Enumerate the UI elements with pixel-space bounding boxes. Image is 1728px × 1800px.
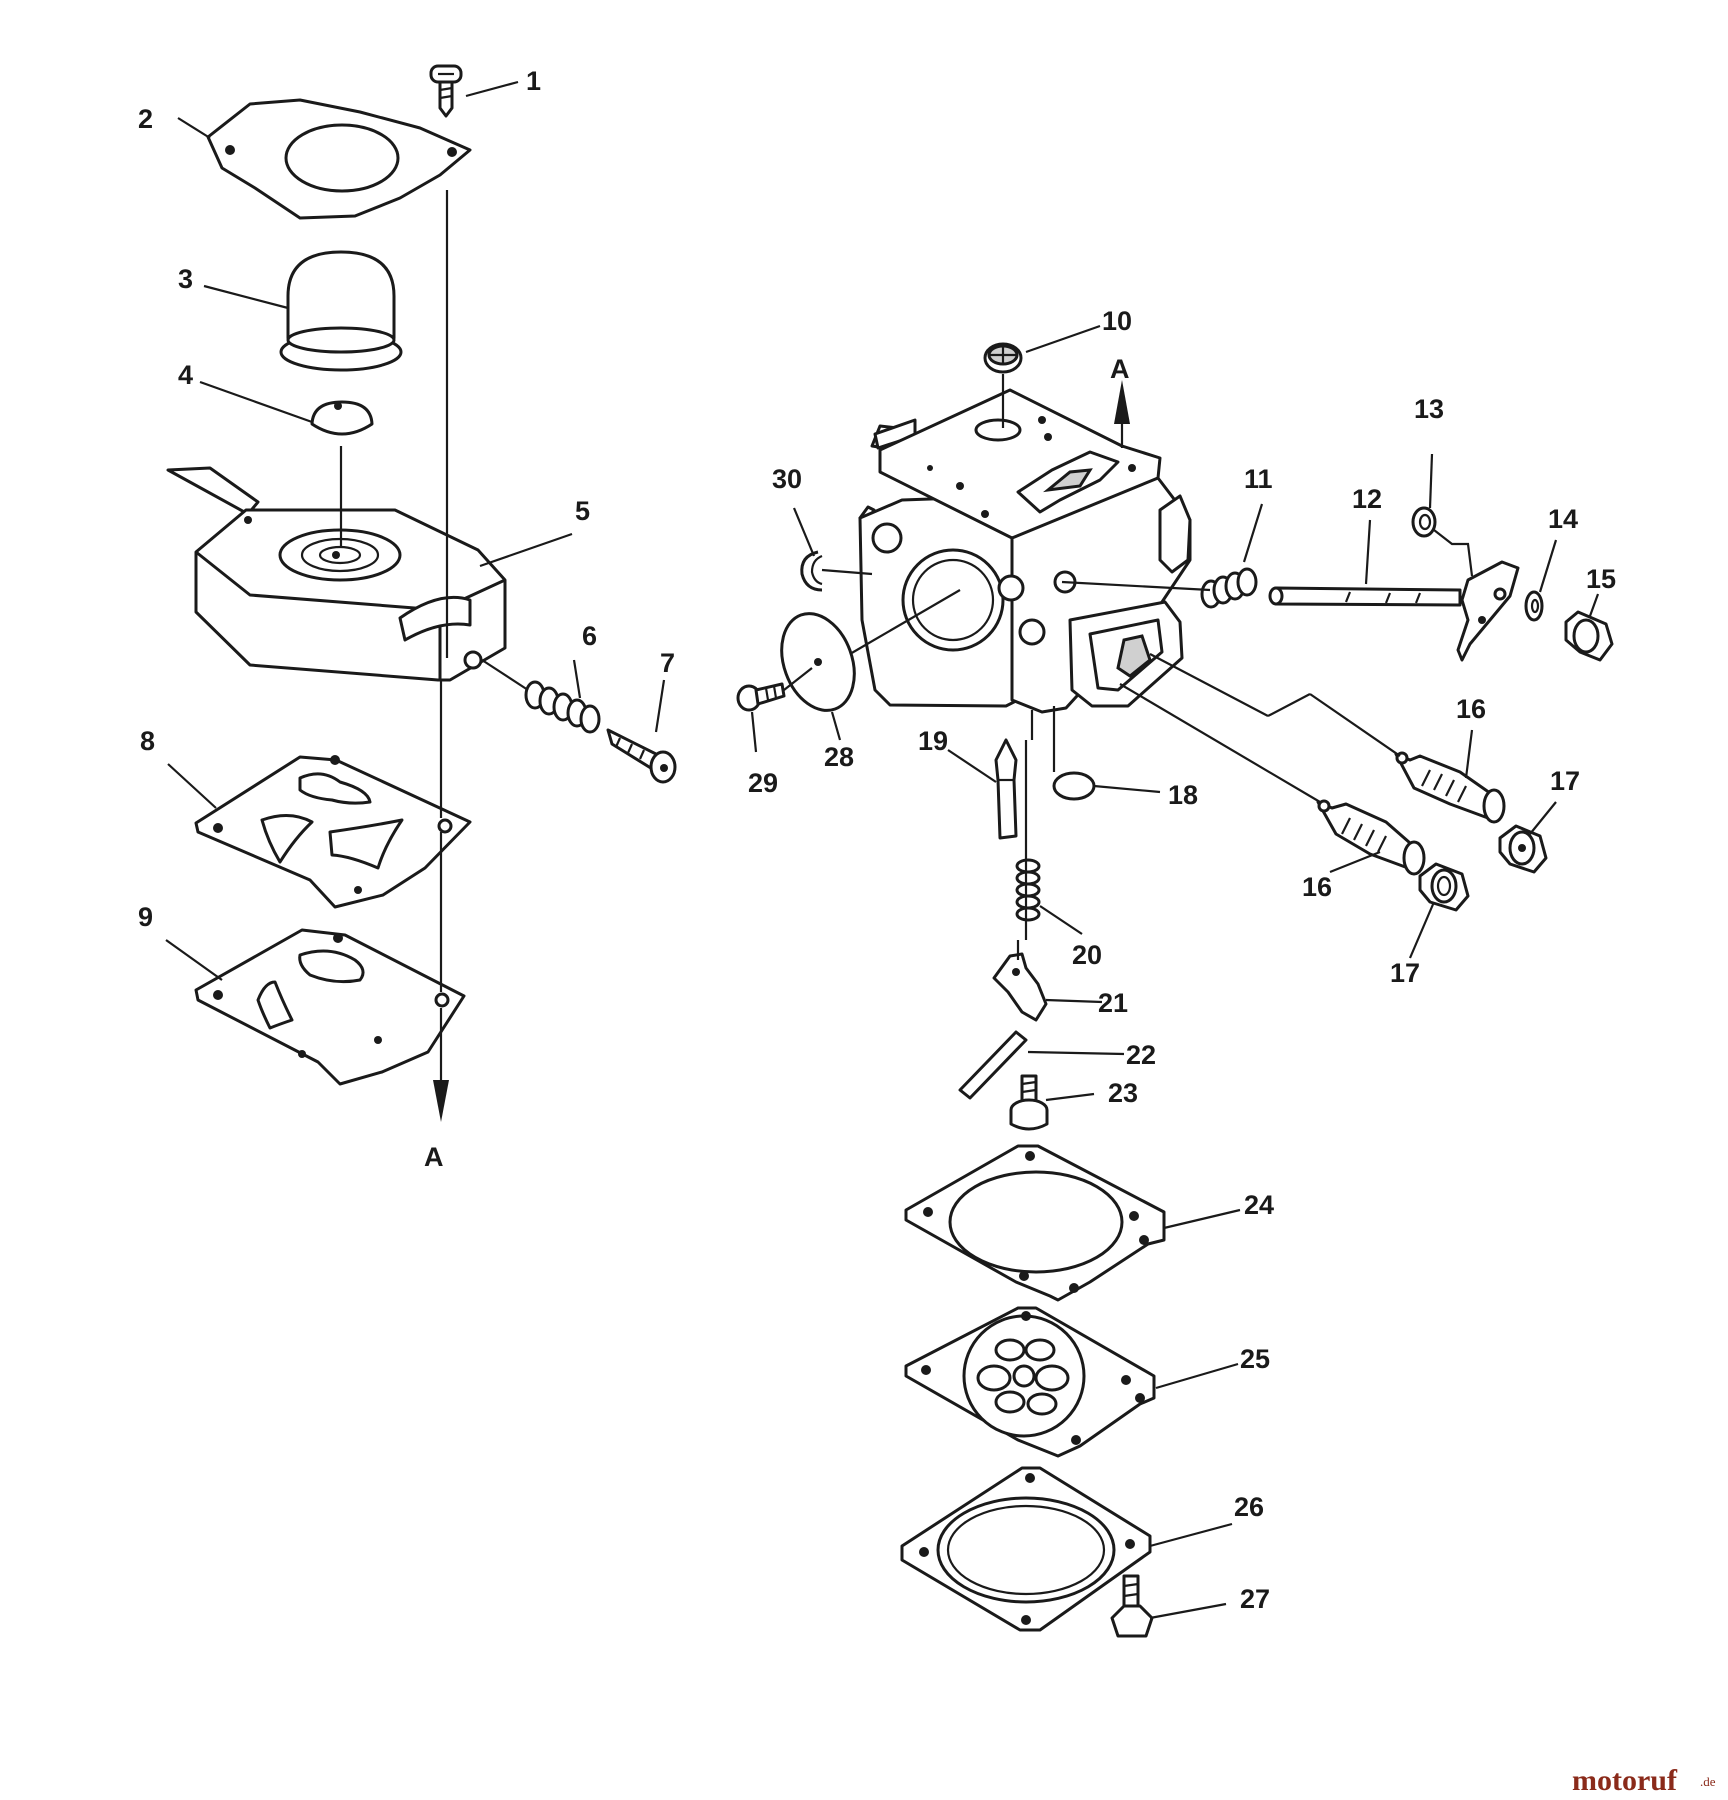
leader-lines — [165, 80, 1600, 1620]
label-13: 13 — [1414, 394, 1444, 424]
part-18-disc — [1052, 771, 1096, 801]
label-12: 12 — [1352, 484, 1382, 514]
watermark-brand: motoruf — [1572, 1764, 1678, 1797]
part-29-screw — [736, 682, 786, 712]
label-3: 3 — [178, 264, 193, 294]
carburetor-body — [858, 388, 1192, 714]
part-27-screw — [1110, 1574, 1154, 1638]
label-17-lower: 17 — [1390, 958, 1420, 988]
right-assembly-guide-lines — [783, 374, 1401, 940]
part-5-pump-body — [166, 466, 507, 682]
label-1: 1 — [526, 66, 541, 96]
label-5: 5 — [575, 496, 590, 526]
label-19: 19 — [918, 726, 948, 756]
part-1-screw — [429, 64, 463, 118]
label-11: 11 — [1244, 464, 1273, 494]
part-24-gasket — [904, 1144, 1166, 1302]
label-4: 4 — [178, 360, 193, 390]
reference-mark-a-top: A — [1110, 354, 1130, 384]
part-6-spring — [524, 680, 601, 734]
label-25: 25 — [1240, 1344, 1270, 1374]
part-16-mixture-needle-lower — [1316, 799, 1426, 876]
watermark-suffix: .de — [1700, 1774, 1716, 1789]
label-16-lower: 16 — [1302, 872, 1332, 902]
label-23: 23 — [1108, 1078, 1138, 1108]
label-20: 20 — [1072, 940, 1102, 970]
part-17-limiter-cap-upper — [1498, 824, 1548, 874]
part-21-control-lever — [992, 940, 1048, 1022]
label-8: 8 — [140, 726, 155, 756]
part-30-circlip — [800, 550, 823, 592]
label-17-upper: 17 — [1550, 766, 1580, 796]
part-25-diaphragm — [904, 1306, 1156, 1458]
part-7-adjust-screw — [606, 728, 677, 784]
part-10-filter-screen — [983, 342, 1023, 374]
label-10: 10 — [1102, 306, 1132, 336]
label-27: 27 — [1240, 1584, 1270, 1614]
part-22-pin — [958, 1030, 1028, 1100]
part-19-inlet-needle — [994, 738, 1018, 840]
label-6: 6 — [582, 621, 597, 651]
label-26: 26 — [1234, 1492, 1264, 1522]
part-3-primer-bulb — [279, 250, 403, 372]
label-9: 9 — [138, 902, 153, 932]
reference-mark-a-bottom: A — [424, 1142, 444, 1172]
throttle-lever — [1456, 560, 1520, 662]
part-26-cover — [900, 1466, 1152, 1632]
label-15: 15 — [1586, 564, 1616, 594]
label-2: 2 — [138, 104, 153, 134]
part-20-spring — [1015, 858, 1041, 922]
label-14: 14 — [1548, 504, 1578, 534]
label-29: 29 — [748, 768, 778, 798]
part-11-spring — [1200, 567, 1258, 609]
label-22: 22 — [1126, 1040, 1156, 1070]
part-13-clip — [1411, 506, 1474, 577]
label-21: 21 — [1098, 988, 1128, 1018]
part-8-gasket — [194, 755, 472, 909]
part-labels: 1 2 3 4 5 6 7 8 9 10 11 12 13 14 15 16 1… — [138, 66, 1616, 1614]
label-18: 18 — [1168, 780, 1198, 810]
part-23-screw — [1009, 1074, 1049, 1131]
label-7: 7 — [660, 648, 675, 678]
part-12-throttle-shaft — [1268, 586, 1462, 607]
left-assembly-guide-lines — [339, 190, 529, 1122]
label-28: 28 — [824, 742, 854, 772]
part-15-nut — [1564, 610, 1614, 662]
part-28-disc — [780, 612, 856, 712]
part-14-washer — [1524, 590, 1544, 622]
part-17-limiter-cap-lower — [1418, 862, 1470, 912]
part-4-check-valve — [310, 400, 374, 436]
watermark-logo: motoruf .de — [1572, 1764, 1716, 1797]
label-24: 24 — [1244, 1190, 1274, 1220]
label-16-upper: 16 — [1456, 694, 1486, 724]
part-9-diaphragm — [194, 928, 466, 1086]
part-2-cover-plate — [206, 98, 472, 220]
label-30: 30 — [772, 464, 802, 494]
part-16-mixture-needle-upper — [1394, 751, 1506, 824]
